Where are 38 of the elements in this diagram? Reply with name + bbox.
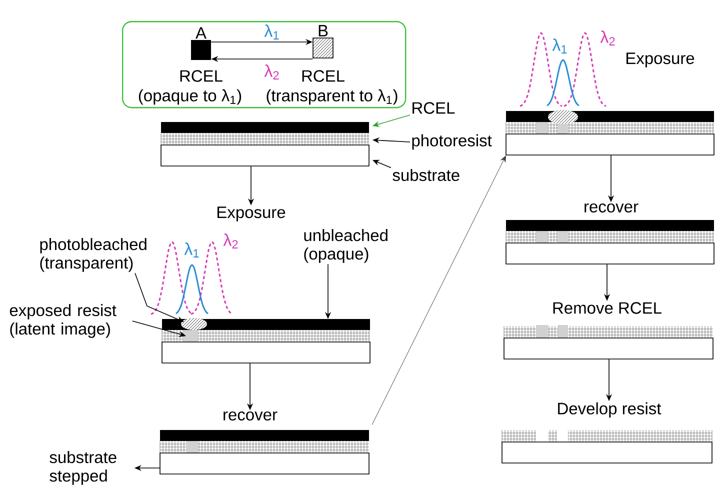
node-label: RCEL xyxy=(302,70,344,82)
callout-text: substrate stepped xyxy=(50,451,116,485)
wavelength-label: λ$_{2}$ xyxy=(600,30,615,46)
wafer-stack-drawing xyxy=(162,318,370,342)
wafer-stack-drawing xyxy=(504,325,714,360)
edge-label: λ$_{1}$ xyxy=(264,24,280,40)
callout-text: exposed resist (latent image) xyxy=(10,304,116,338)
wavelength-label: λ$_{2}$ xyxy=(223,234,238,248)
rounded-panel xyxy=(122,21,406,108)
wavelength-label: λ$_{1}$ xyxy=(552,38,567,54)
step-label: Remove RCEL xyxy=(553,302,662,314)
wafer-stack-drawing xyxy=(160,122,370,166)
callout-text: RCEL xyxy=(412,102,455,114)
wafer-stack-drawing xyxy=(506,110,714,134)
node-label: (transparent to λ$_{1}$) xyxy=(266,89,398,105)
wafer-stack-drawing xyxy=(160,430,370,474)
callout-text: unbleached (opaque) xyxy=(304,229,388,263)
step-label: Exposure xyxy=(626,52,694,68)
step-label: recover xyxy=(224,411,278,420)
step-label: recover xyxy=(584,203,638,212)
material-square: B xyxy=(312,25,334,58)
arrow xyxy=(372,156,506,425)
node-label: RCEL xyxy=(180,70,222,82)
callout-text: photobleached (transparent) xyxy=(40,238,146,272)
wafer-stack-drawing xyxy=(506,134,714,156)
step-label: Exposure xyxy=(218,206,286,222)
wafer-stack-drawing xyxy=(162,342,370,364)
material-square: A xyxy=(191,27,211,60)
callout-text: substrate xyxy=(392,168,460,182)
wafer-stack-drawing xyxy=(502,429,712,464)
wafer-stack-drawing xyxy=(506,220,714,264)
edge-label: λ$_{2}$ xyxy=(264,64,280,80)
callout-text: photoresist xyxy=(412,134,492,150)
node-label: A xyxy=(196,27,206,39)
node-label: B xyxy=(318,25,328,36)
step-label: Develop resist xyxy=(558,402,662,418)
wavelength-label: λ$_{1}$ xyxy=(184,242,199,258)
node-label: (opaque to λ$_{1}$) xyxy=(138,89,242,105)
